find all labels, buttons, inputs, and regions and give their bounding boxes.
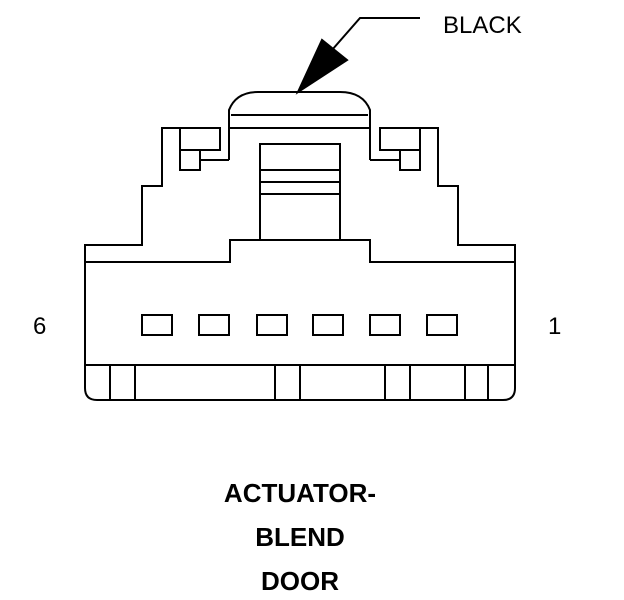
pin-cavity [141, 314, 173, 336]
pin-cavity [312, 314, 344, 336]
callout-label: BLACK [443, 12, 522, 39]
connector-title-line-2: BLEND [255, 522, 345, 552]
pin-cavity [256, 314, 288, 336]
pin-1-label: 1 [548, 313, 561, 340]
pin-cavity [426, 314, 458, 336]
locking-latch [228, 91, 371, 241]
connector-housing [84, 127, 516, 401]
connector-title-line-1: ACTUATOR- [223, 478, 377, 508]
pin-cavities [141, 314, 458, 336]
callout-arrow [295, 17, 420, 95]
connector-title-line-3: DOOR [261, 566, 339, 596]
pin-cavity [369, 314, 401, 336]
pin-cavity [198, 314, 230, 336]
pin-6-label: 6 [33, 313, 46, 340]
